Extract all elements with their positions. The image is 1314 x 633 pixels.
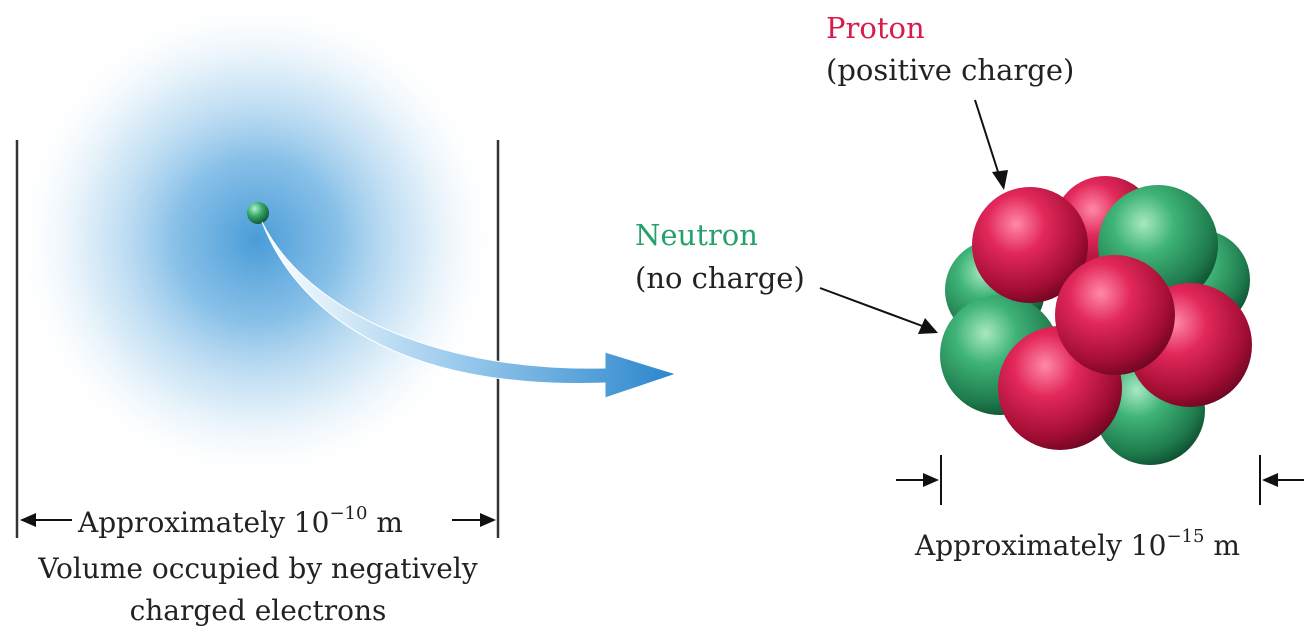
neutron-pointer-head [918, 318, 938, 334]
proton-sphere [1055, 255, 1175, 375]
neutron-pointer-line [819, 287, 926, 328]
nucleus-size-prefix: Approximately 10 [914, 529, 1166, 562]
magnify-arrow [261, 221, 678, 399]
atom-caption-line2: charged electrons [130, 594, 387, 627]
atom-size-label: Approximately 10−10 m [77, 503, 403, 539]
atom-dimension-left-arrow [20, 513, 36, 527]
nucleus-size-label: Approximately 10−15 m [914, 526, 1240, 562]
atom-size-exponent: −10 [329, 503, 367, 524]
proton-charge-label: (positive charge) [826, 53, 1074, 87]
proton-label: Proton [826, 11, 925, 45]
nucleus [940, 176, 1252, 465]
neutron-label: Neutron [635, 218, 758, 252]
proton-sphere [972, 187, 1088, 303]
atom-size-unit: m [367, 506, 402, 539]
atom-caption-line1: Volume occupied by negatively [37, 552, 477, 585]
nucleus-dot [247, 202, 269, 224]
nucleus-size-unit: m [1204, 529, 1239, 562]
nucleus-dimension-right-arrow [1262, 473, 1278, 487]
neutron-charge-label: (no charge) [635, 261, 805, 295]
proton-pointer-head [992, 170, 1008, 190]
electron-cloud [22, 5, 492, 475]
atom-size-prefix: Approximately 10 [77, 506, 329, 539]
proton-pointer-line [974, 99, 1001, 179]
atom-dimension-right-arrow [480, 513, 496, 527]
nucleus-size-exponent: −15 [1166, 526, 1204, 547]
nucleus-dimension-left-arrow [923, 473, 939, 487]
